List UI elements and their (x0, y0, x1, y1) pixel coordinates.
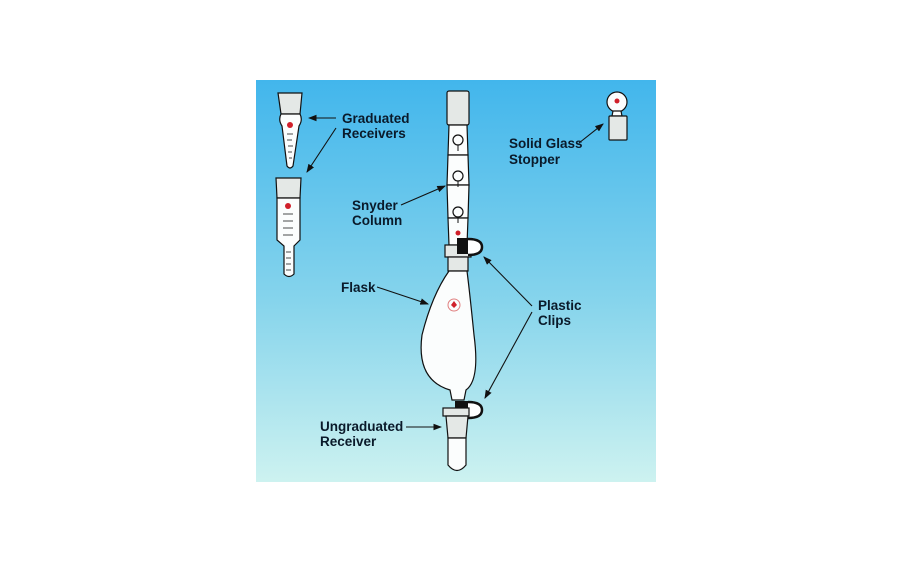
glassware-diagram: Graduated Receivers Solid Glass Stopper … (256, 80, 656, 482)
arrow (483, 256, 533, 307)
arrow (306, 127, 337, 173)
label-plastic-2: Clips (538, 313, 571, 328)
solid-glass-stopper (606, 91, 628, 141)
arrow (578, 123, 604, 144)
graduated-receiver-conical (277, 92, 303, 169)
label-flask: Flask (341, 280, 376, 295)
label-graduated-receivers-2: Receivers (342, 126, 406, 141)
snyder-column (446, 90, 470, 246)
plastic-clip-upper (457, 237, 484, 257)
label-solid-glass-1: Solid Glass (509, 136, 583, 151)
arrow (376, 286, 430, 305)
ungraduated-receiver (442, 407, 470, 472)
graduated-receiver-tube (275, 177, 302, 278)
label-snyder-2: Column (352, 213, 402, 228)
label-ungraduated-1: Ungraduated (320, 419, 403, 434)
label-plastic-1: Plastic (538, 298, 582, 313)
arrow (484, 311, 533, 399)
arrow (400, 185, 447, 206)
label-snyder-1: Snyder (352, 198, 399, 213)
diagram-svg: Graduated Receivers Solid Glass Stopper … (256, 80, 656, 482)
label-graduated-receivers-1: Graduated (342, 111, 410, 126)
label-ungraduated-2: Receiver (320, 434, 377, 449)
label-solid-glass-2: Stopper (509, 152, 561, 167)
flask (420, 244, 477, 401)
